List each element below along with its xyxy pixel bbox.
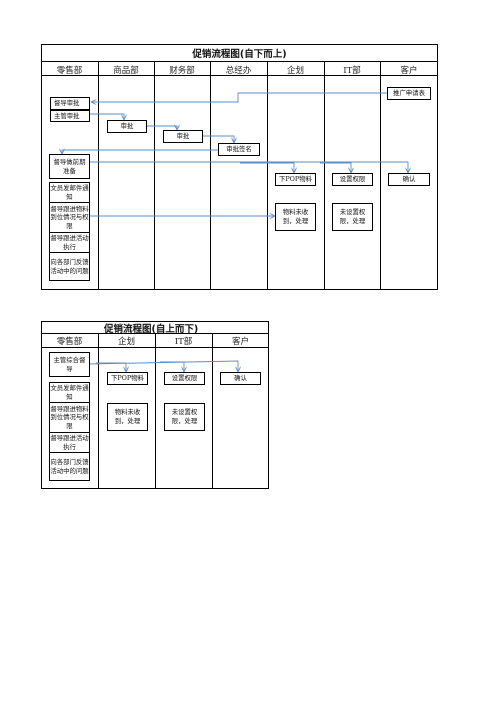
stack-feedback-issues: 向各部门反馈活动中的问题 — [50, 258, 89, 275]
diagram1-col-general-manager: 总经办 — [225, 66, 252, 76]
diagram2-lane-divider — [155, 333, 156, 489]
d2-set-permission-box: 设置权限 — [164, 372, 205, 385]
diagram1-frame — [41, 44, 438, 290]
stack-follow-execution: 督导跟进活动执行 — [50, 233, 89, 253]
d2-stack-follow-execution: 督导跟进活动执行 — [50, 433, 89, 453]
supervisor-prepare-box: 督导做前期准备 — [49, 154, 90, 179]
material-status-box: 物料未收到，处理 — [275, 203, 316, 231]
diagram1-header-divider — [41, 75, 438, 76]
diagram1-retail-stack: 文员发邮件通知 督导跟进物料到位情况与权限 督导跟进活动执行 向各部门反馈活动中… — [49, 182, 90, 281]
d2-stack-email-notice: 文员发邮件通知 — [50, 383, 89, 403]
stack-follow-material: 督导跟进物料到位情况与权限 — [50, 203, 89, 233]
d2-stack-follow-material: 督导跟进物料到位情况与权限 — [50, 403, 89, 433]
d2-pop-material-box: 下POP物料 — [107, 372, 148, 385]
diagram1-lane-divider — [210, 61, 211, 290]
diagram1-lane-divider — [267, 61, 268, 290]
supervisor-meeting-box: 主管综合督导 — [49, 352, 90, 377]
diagram1-lane-divider — [154, 61, 155, 290]
d2-stack-feedback-issues: 向各部门反馈活动中的问题 — [50, 458, 89, 475]
diagram1-col-finance: 财务部 — [169, 66, 195, 76]
supervisor-approve-box: 督导审批 — [50, 97, 90, 110]
confirm-box: 确认 — [388, 173, 430, 186]
manager-approve-box: 主管审批 — [50, 110, 90, 122]
diagram2-col-retail: 零售部 — [56, 337, 83, 347]
stack-email-notice: 文员发邮件通知 — [50, 183, 89, 203]
diagram1-lane-divider — [324, 61, 325, 290]
diagram1-col-it: IT部 — [343, 66, 361, 76]
permission-status-box: 未设置权限，处理 — [332, 203, 373, 231]
diagram2-lane-divider — [212, 333, 213, 489]
finance-approve-box: 审批 — [163, 130, 203, 143]
pop-material-box: 下POP物料 — [275, 173, 316, 186]
diagram2-col-it: IT部 — [174, 337, 193, 347]
diagram1-col-merchandise: 商品部 — [113, 66, 139, 76]
diagram2-col-planning: 企划 — [117, 337, 135, 347]
diagram2-retail-stack: 文员发邮件通知 督导跟进物料到位情况与权限 督导跟进活动执行 向各部门反馈活动中… — [49, 382, 90, 481]
diagram1-lane-divider — [98, 61, 99, 290]
diagram2-title: 促销流程图(自上而下) — [104, 324, 199, 335]
set-permission-box: 设置权限 — [332, 173, 373, 186]
diagram2-lane-divider — [98, 333, 99, 489]
diagram2-col-customer: 客户 — [231, 337, 249, 347]
diagram1-title: 促销流程图(自下而上) — [192, 49, 287, 60]
diagram1-lane-divider — [380, 61, 381, 290]
d2-material-status-box: 物料未收到，处理 — [107, 403, 148, 431]
diagram1-col-planning: 企划 — [286, 66, 304, 76]
diagram1-col-retail: 零售部 — [56, 66, 83, 76]
merch-approve-box: 审批 — [107, 120, 147, 133]
gm-sign-box: 审批签名 — [218, 143, 260, 156]
d2-confirm-box: 确认 — [220, 372, 261, 385]
diagram1-title-divider — [41, 61, 438, 62]
d2-permission-status-box: 未设置权限，处理 — [164, 403, 205, 431]
diagram1-col-customer: 客户 — [400, 66, 418, 76]
customer-request-box: 推广申请表 — [387, 87, 431, 100]
